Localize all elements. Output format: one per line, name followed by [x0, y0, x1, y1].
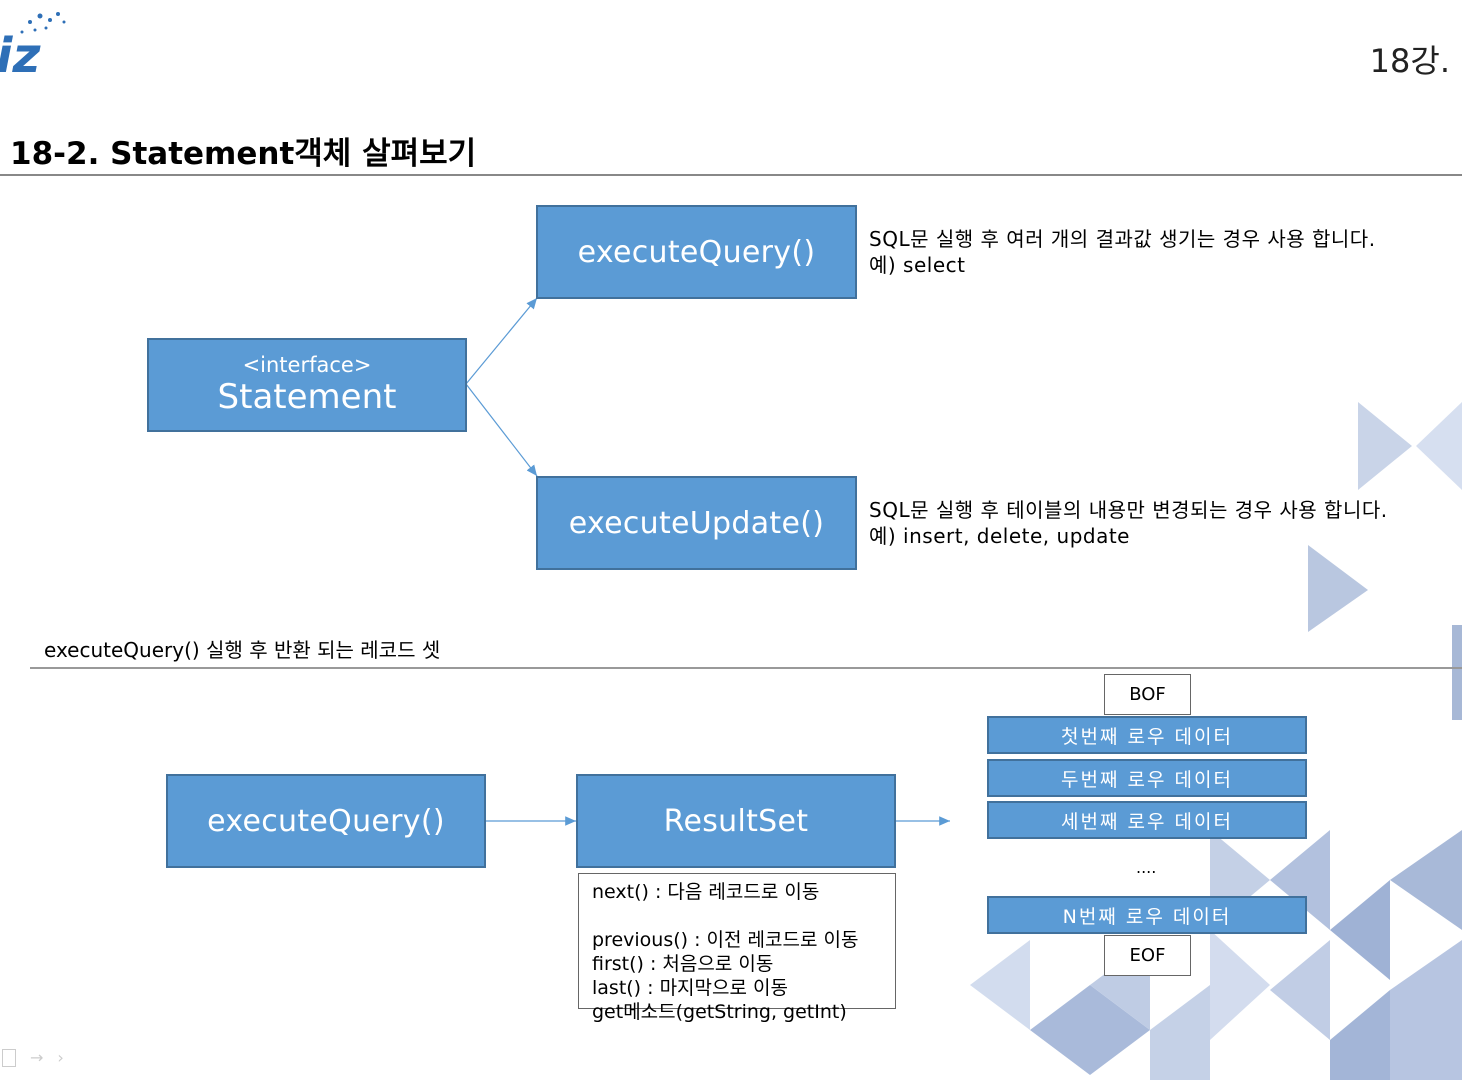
- executequery-desc-line2: 예) select: [869, 253, 966, 277]
- eof-marker: EOF: [1104, 935, 1191, 976]
- logo: iz: [0, 8, 70, 84]
- connector-to-executequery: [465, 297, 538, 385]
- resultset-methods-box: [578, 873, 896, 1009]
- executeupdate-box: executeUpdate(): [536, 476, 857, 570]
- section-divider: [30, 667, 1462, 669]
- statement-name: Statement: [217, 377, 397, 417]
- row-nth: N번째 로우 데이터: [987, 896, 1307, 934]
- executeupdate-description: SQL문 실행 후 테이블의 내용만 변경되는 경우 사용 합니다. 예) in…: [869, 497, 1388, 549]
- row-second: 두번째 로우 데이터: [987, 759, 1307, 797]
- statement-box: <interface> Statement: [147, 338, 467, 432]
- sparkle-icon: [20, 12, 66, 34]
- method-next: next() : 다음 레코드로 이동: [592, 881, 820, 903]
- bof-marker: BOF: [1104, 674, 1191, 715]
- slide-title: 18-2. Statement객체 살펴보기: [10, 136, 477, 172]
- resultset-methods: next() : 다음 레코드로 이동 previous() : 이전 레코드로…: [592, 880, 858, 1024]
- executeupdate-desc-line2: 예) insert, delete, update: [869, 524, 1130, 548]
- arrow-right-icon[interactable]: →: [30, 1048, 44, 1067]
- executequery-description: SQL문 실행 후 여러 개의 결과값 생기는 경우 사용 합니다. 예) se…: [869, 226, 1376, 278]
- title-divider: [0, 174, 1462, 176]
- slide-menu-icon[interactable]: [2, 1048, 16, 1067]
- lecture-number: 18강.: [1369, 42, 1450, 80]
- section-label: executeQuery() 실행 후 반환 되는 레코드 셋: [44, 638, 441, 662]
- chevron-right-icon[interactable]: ›: [57, 1048, 64, 1067]
- connector-to-executeupdate: [465, 383, 538, 477]
- statement-stereotype: <interface>: [242, 353, 372, 377]
- executeupdate-desc-line1: SQL문 실행 후 테이블의 내용만 변경되는 경우 사용 합니다.: [869, 498, 1388, 522]
- row-first: 첫번째 로우 데이터: [987, 716, 1307, 754]
- resultset-box: ResultSet: [576, 774, 896, 868]
- method-spacer: [592, 904, 858, 928]
- slideshow-controls: → ›: [2, 1048, 64, 1067]
- executequery-desc-line1: SQL문 실행 후 여러 개의 결과값 생기는 경우 사용 합니다.: [869, 227, 1376, 251]
- method-get: get메소드(getString, getInt): [592, 1001, 847, 1023]
- logo-text: iz: [0, 28, 41, 84]
- method-previous: previous() : 이전 레코드로 이동: [592, 929, 859, 951]
- method-first: first() : 처음으로 이동: [592, 953, 774, 975]
- row-ellipsis: ....: [1136, 858, 1157, 877]
- method-last: last() : 마지막으로 이동: [592, 977, 788, 999]
- executequery-box-bottom: executeQuery(): [166, 774, 486, 868]
- executequery-box: executeQuery(): [536, 205, 857, 299]
- row-third: 세번째 로우 데이터: [987, 801, 1307, 839]
